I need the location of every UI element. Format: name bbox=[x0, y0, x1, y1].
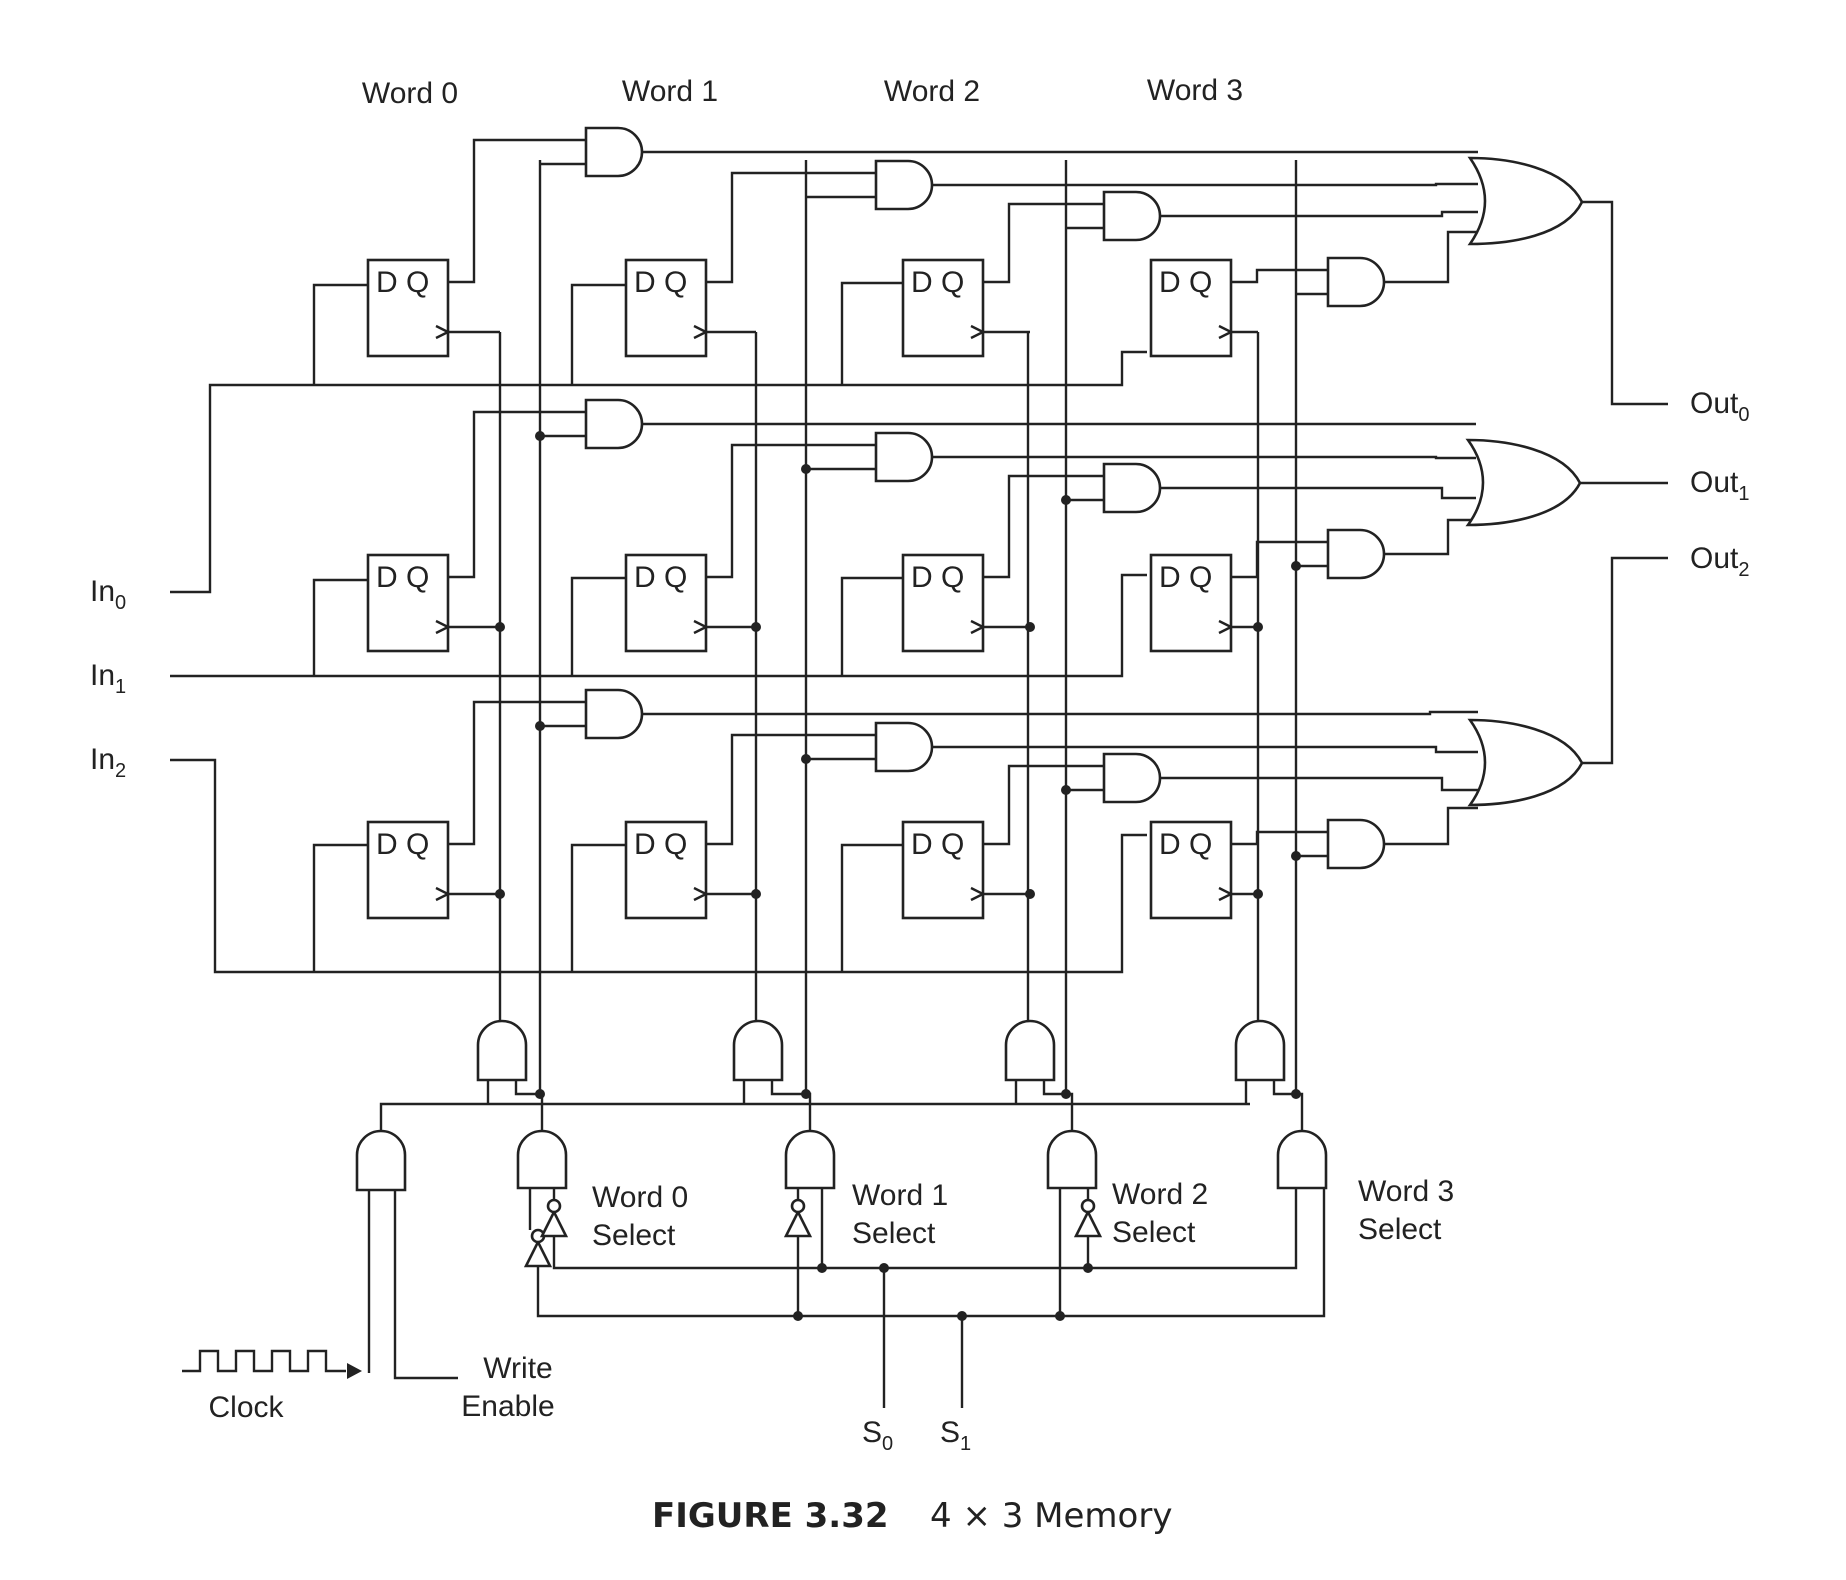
figure-title: 4 × 3 Memory bbox=[930, 1496, 1172, 1536]
output-wires bbox=[1580, 200, 1668, 765]
word-3-select-label-line1: Word 3 bbox=[1358, 1175, 1454, 1208]
inverter-s0-word2 bbox=[1073, 1209, 1103, 1238]
input-label-1: In1 bbox=[90, 659, 126, 698]
output-and-gate-r1-c3 bbox=[1231, 518, 1476, 580]
word-3-select-label-line2: Select bbox=[1358, 1213, 1442, 1246]
word-0-header: Word 0 bbox=[362, 77, 458, 110]
flip-flop-r0-c2: D Q bbox=[901, 258, 1030, 358]
write-control bbox=[182, 1102, 1328, 1408]
inverter-s0-a bbox=[523, 1239, 553, 1268]
clock-enable-and-gate bbox=[355, 1129, 407, 1192]
word-0-select-label-line1: Word 0 bbox=[592, 1181, 688, 1214]
flip-flop-array: D Q D Q D Q D Q D Q D Q D Q D Q D Q D Q D Q D Q bbox=[366, 258, 1263, 920]
output-label-1: Out1 bbox=[1690, 466, 1749, 505]
flip-flop-r1-c2: D Q bbox=[901, 553, 1035, 653]
word-1-select-label-line2: Select bbox=[852, 1217, 936, 1250]
flip-flop-r0-c0: D Q bbox=[366, 258, 500, 358]
word-3-header: Word 3 bbox=[1147, 74, 1243, 107]
write-enable-label-line2: Enable bbox=[461, 1390, 554, 1423]
selector-label-s0: S0 bbox=[862, 1416, 893, 1455]
output-and-gate-r2-c3 bbox=[1231, 806, 1478, 870]
inverter-s0-b bbox=[539, 1209, 569, 1238]
input-buses bbox=[170, 281, 1147, 974]
clock-waveform-icon bbox=[182, 1349, 346, 1373]
flip-flop-label: D Q bbox=[911, 561, 964, 594]
or-gate-out-0 bbox=[1467, 156, 1584, 246]
word-3-select-and-gate bbox=[1276, 1129, 1328, 1190]
word-1-select-and-gate bbox=[784, 1129, 836, 1190]
flip-flop-label: D Q bbox=[634, 561, 687, 594]
or-gate-out-1 bbox=[1465, 438, 1582, 527]
selector-label-s1: S1 bbox=[940, 1416, 971, 1455]
flip-flop-r2-c0: D Q bbox=[366, 820, 505, 920]
output-and-gate-r0-c3 bbox=[1231, 230, 1478, 308]
flip-flop-r1-c3: D Q bbox=[1149, 553, 1263, 653]
word-0-control bbox=[476, 160, 545, 1131]
word-2-control bbox=[1004, 160, 1074, 1131]
word-0-select-and-gate bbox=[516, 1129, 568, 1190]
flip-flop-r2-c1: D Q bbox=[624, 820, 761, 920]
flip-flop-r2-c2: D Q bbox=[901, 820, 1035, 920]
output-and-gates bbox=[448, 126, 1478, 870]
flip-flop-r1-c1: D Q bbox=[624, 553, 761, 653]
word-0-select-label-line2: Select bbox=[592, 1219, 676, 1252]
inverter-s1-word1 bbox=[783, 1209, 813, 1238]
output-and-gate-r0-c2 bbox=[983, 190, 1478, 284]
flip-flop-r1-c0: D Q bbox=[366, 553, 505, 653]
word-1-select-label-line1: Word 1 bbox=[852, 1179, 948, 1212]
flip-flop-label: D Q bbox=[1159, 828, 1212, 861]
or-gates bbox=[1465, 156, 1584, 807]
output-and-gate-r2-c2 bbox=[983, 752, 1478, 846]
write-enable-label-line1: Write bbox=[483, 1352, 552, 1385]
clock-label: Clock bbox=[208, 1391, 284, 1424]
flip-flop-label: D Q bbox=[376, 561, 429, 594]
flip-flop-r2-c3: D Q bbox=[1149, 820, 1263, 920]
word-2-select-label-line2: Select bbox=[1112, 1216, 1196, 1249]
output-and-gate-r1-c0 bbox=[448, 398, 1476, 579]
flip-flop-label: D Q bbox=[1159, 266, 1212, 299]
or-gate-out-2 bbox=[1467, 718, 1584, 807]
flip-flop-label: D Q bbox=[376, 828, 429, 861]
word-2-header: Word 2 bbox=[884, 75, 980, 108]
flip-flop-label: D Q bbox=[634, 828, 687, 861]
output-label-0: Out0 bbox=[1690, 387, 1749, 426]
output-and-gate-r2-c1 bbox=[706, 721, 1478, 846]
output-and-gate-r0-c1 bbox=[706, 159, 1478, 284]
input-label-0: In0 bbox=[90, 575, 126, 614]
output-label-2: Out2 bbox=[1690, 542, 1749, 581]
flip-flop-label: D Q bbox=[911, 266, 964, 299]
flip-flop-r0-c3: D Q bbox=[1149, 258, 1258, 358]
output-and-gate-r0-c0 bbox=[448, 126, 1478, 284]
figure-number: FIGURE 3.32 bbox=[652, 1496, 889, 1536]
word-3-control bbox=[1234, 160, 1304, 1131]
word-2-select-label-line1: Word 2 bbox=[1112, 1178, 1208, 1211]
output-and-gate-r1-c2 bbox=[983, 462, 1476, 579]
flip-flop-label: D Q bbox=[1159, 561, 1212, 594]
flip-flop-label: D Q bbox=[634, 266, 687, 299]
flip-flop-r0-c1: D Q bbox=[624, 258, 756, 358]
word-2-select-and-gate bbox=[1046, 1129, 1098, 1190]
word-1-header: Word 1 bbox=[622, 75, 718, 108]
word-1-control bbox=[732, 160, 812, 1131]
input-label-2: In2 bbox=[90, 743, 126, 782]
flip-flop-label: D Q bbox=[911, 828, 964, 861]
flip-flop-label: D Q bbox=[376, 266, 429, 299]
word-control-gates bbox=[476, 160, 1304, 1131]
